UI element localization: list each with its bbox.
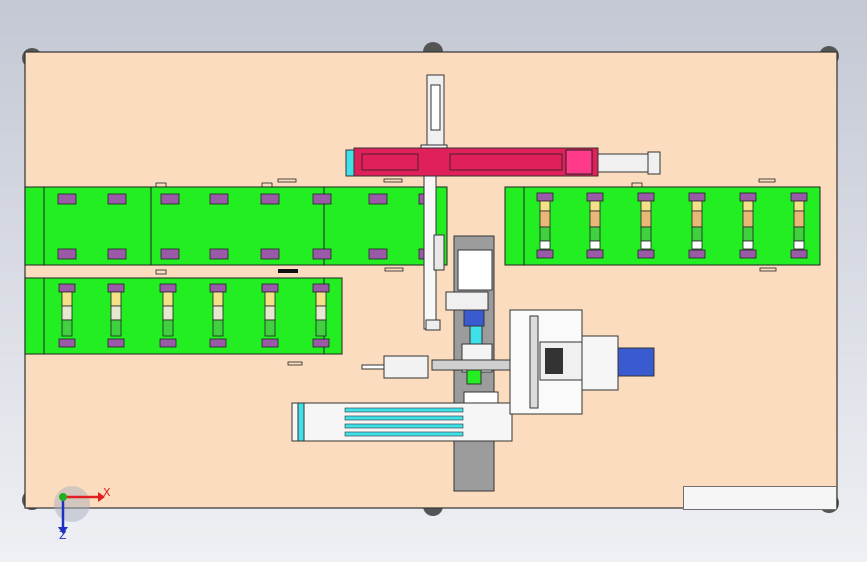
part-carrier[interactable] xyxy=(586,192,604,259)
marker-bar xyxy=(278,269,298,273)
part-carrier[interactable] xyxy=(107,283,125,348)
conveyor-lower-left[interactable] xyxy=(24,277,343,355)
part-carrier[interactable] xyxy=(536,192,554,259)
conveyor-upper-left[interactable] xyxy=(24,186,448,266)
conveyor-right[interactable] xyxy=(504,186,821,266)
part-carrier[interactable] xyxy=(790,192,808,259)
axis-z-label: Z xyxy=(59,529,67,542)
part-carrier[interactable] xyxy=(159,283,177,348)
linear-slide-x[interactable] xyxy=(345,147,661,177)
part-carrier[interactable] xyxy=(688,192,706,259)
axis-x-label: X xyxy=(103,486,111,499)
part-carrier[interactable] xyxy=(261,283,279,348)
title-block[interactable] xyxy=(683,486,837,510)
part-carrier[interactable] xyxy=(58,283,76,348)
linear-rail-bottom[interactable] xyxy=(291,402,513,442)
part-carrier[interactable] xyxy=(739,192,757,259)
pneumatic-cylinder[interactable] xyxy=(361,355,429,379)
part-carrier[interactable] xyxy=(209,283,227,348)
gripper-assembly[interactable] xyxy=(509,309,655,415)
sensor-brackets xyxy=(155,178,777,366)
coordinate-triad xyxy=(54,486,105,534)
part-carrier[interactable] xyxy=(312,283,330,348)
part-carrier[interactable] xyxy=(637,192,655,259)
